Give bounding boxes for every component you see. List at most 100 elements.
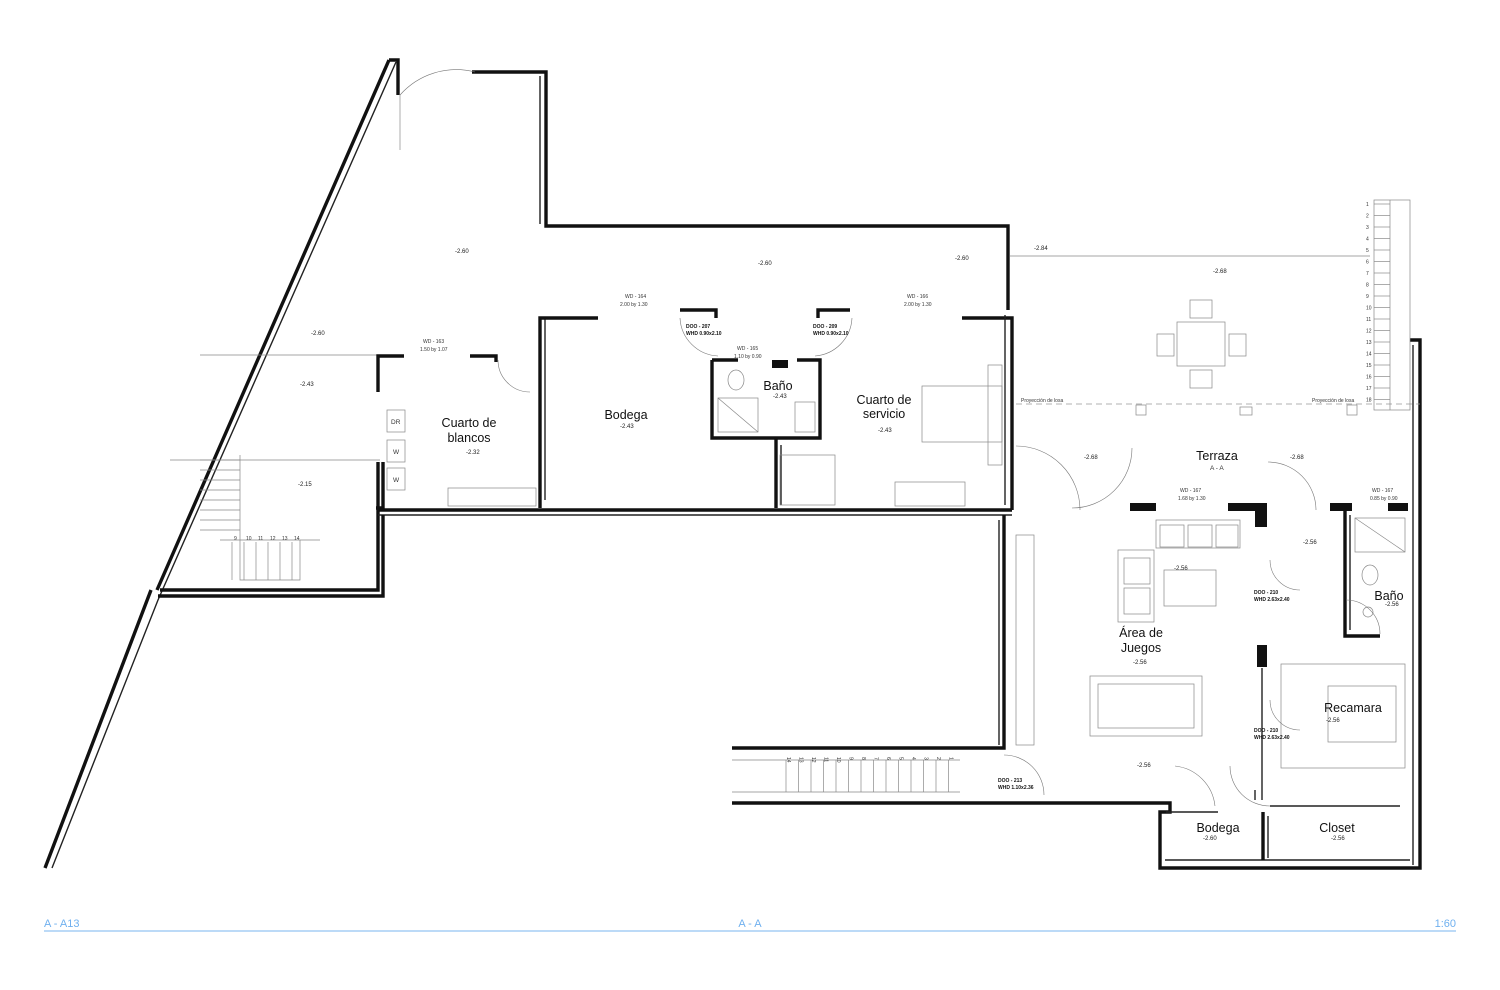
room-label-bodega: Bodega [604, 408, 647, 422]
window-tag: WD - 165 [737, 346, 758, 352]
bano-2-fixtures [1354, 517, 1406, 618]
stair-number: 3 [923, 757, 929, 760]
stairs-right-steps [1374, 203, 1390, 400]
level-mark: -2.84 [1034, 246, 1048, 252]
level-mark: -2.60 [955, 256, 969, 262]
level-mark: -2.56 [1385, 602, 1399, 608]
level-mark: -2.56 [1326, 718, 1340, 724]
level-mark: -2.43 [878, 428, 892, 434]
stair-number: 12 [810, 757, 816, 763]
level-mark: -2.60 [1203, 836, 1217, 842]
stair-number: 14 [785, 757, 791, 763]
window-size: 2.00 by 1.30 [620, 302, 648, 308]
window-tag: WD - 167 [1372, 488, 1393, 494]
washer-label: W [393, 477, 400, 484]
stair-number: 10 [1366, 306, 1372, 312]
door-size: WHD 0.90x2.10 [686, 331, 722, 337]
level-mark: -2.56 [1133, 660, 1147, 666]
stair-number: 6 [1366, 260, 1369, 266]
level-mark: -2.56 [1331, 836, 1345, 842]
laundry-appliances [386, 409, 537, 507]
stair-number: 7 [1366, 271, 1369, 277]
stair-number: 6 [885, 757, 891, 760]
room-label-area-juegos-2: Juegos [1121, 641, 1161, 655]
window-size: 1.10 by 0.90 [734, 354, 762, 360]
stair-number: 16 [1366, 375, 1372, 381]
slab-projection-label: Proyección de losa [1312, 398, 1354, 404]
level-mark: -2.43 [773, 394, 787, 400]
game-room-furniture [1015, 519, 1241, 746]
stair-number: 13 [1366, 340, 1372, 346]
stair-number: 13 [282, 536, 288, 542]
stair-number: 11 [1366, 317, 1371, 323]
stair-number: 12 [1366, 329, 1372, 335]
stair-number: 8 [860, 757, 866, 760]
level-mark: -2.43 [620, 424, 634, 430]
stair-number: 14 [294, 536, 300, 542]
door-swings [399, 69, 1381, 807]
room-label-recamara: Recamara [1324, 701, 1382, 715]
door-tag: DOO - 210 [1254, 590, 1278, 596]
level-mark: -2.68 [1084, 455, 1098, 461]
terraza-table [1156, 299, 1247, 389]
stair-number: 10 [246, 536, 252, 542]
window-size: 2.00 by 1.30 [904, 302, 932, 308]
stairs-right [1373, 199, 1411, 411]
stair-number: 4 [910, 757, 916, 760]
door-size: WHD 2.63x2.40 [1254, 735, 1290, 741]
stair-number: 18 [1366, 398, 1372, 404]
slab-projection-label: Proyección de losa [1021, 398, 1063, 404]
stairs-bottom [732, 759, 960, 793]
stair-number: 15 [1366, 363, 1372, 369]
stair-number: 1 [1366, 202, 1369, 208]
level-mark: -2.60 [758, 261, 772, 267]
level-mark: -2.56 [1303, 540, 1317, 546]
level-mark: -2.60 [455, 249, 469, 255]
stair-number: 14 [1366, 352, 1372, 358]
sheet-scale: 1:60 [1435, 918, 1456, 930]
level-mark: -2.56 [1174, 566, 1188, 572]
door-size: WHD 1.10x2.36 [998, 785, 1034, 791]
window-tag: WD - 164 [625, 294, 646, 300]
stairs-bottom-steps [785, 760, 949, 792]
stair-number: 5 [1366, 248, 1369, 254]
room-label-cuarto-blancos-2: blancos [447, 431, 490, 445]
section-mark: A - A [1210, 465, 1224, 472]
door-tag: DOO - 213 [998, 778, 1022, 784]
room-label-terraza: Terraza [1196, 449, 1238, 463]
sheet-ref-center: A - A [738, 918, 762, 930]
stair-number: 9 [1366, 294, 1369, 300]
window-size: 1.50 by 1.07 [420, 347, 448, 353]
room-label-closet: Closet [1319, 821, 1355, 835]
room-label-bano-2: Baño [1374, 589, 1403, 603]
washer-label: W [393, 449, 400, 456]
bano-1-fixtures [717, 369, 816, 433]
lower-walls [732, 338, 1422, 870]
stair-number: 17 [1366, 386, 1372, 392]
exterior-walls [43, 58, 1370, 869]
room-label-cuarto-servicio-2: servicio [863, 407, 905, 421]
room-label-bodega-2: Bodega [1196, 821, 1239, 835]
room-label-area-juegos-1: Área de [1119, 625, 1163, 640]
sheet-ref-left: A - A13 [44, 918, 79, 930]
room-label-bano-1: Baño [763, 379, 792, 393]
room-label-cuarto-servicio-1: Cuarto de [857, 393, 912, 407]
window-tag: WD - 166 [907, 294, 928, 300]
stair-number: 8 [1366, 283, 1369, 289]
door-size: WHD 0.90x2.10 [813, 331, 849, 337]
right-walls [1130, 503, 1408, 800]
level-mark: -2.43 [300, 382, 314, 388]
stair-number: 1 [948, 757, 954, 760]
stair-number: 7 [873, 757, 879, 760]
stair-number: 9 [848, 757, 854, 760]
door-tag: DOO - 210 [1254, 728, 1278, 734]
stair-number: 3 [1366, 225, 1369, 231]
level-mark: -2.15 [298, 482, 312, 488]
service-bed [779, 364, 1003, 507]
room-label-cuarto-blancos-1: Cuarto de [442, 416, 497, 430]
stair-number: 5 [898, 757, 904, 760]
